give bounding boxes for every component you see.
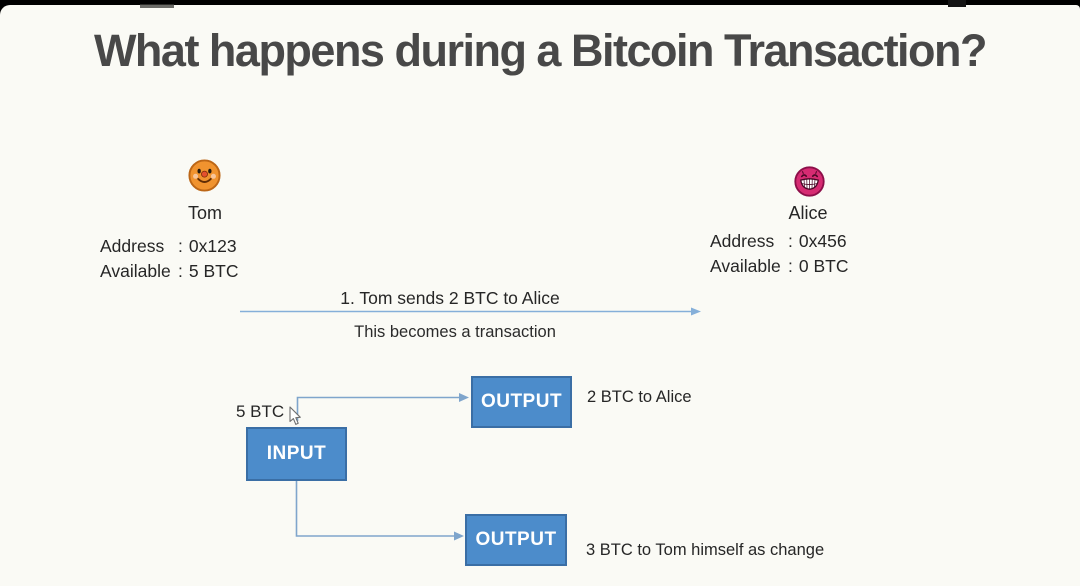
output2-note: 3 BTC to Tom himself as change	[586, 541, 825, 559]
alice-details: Address:0x456 Available:0 BTC	[710, 229, 848, 279]
tom-available-row: Available:5 BTC	[100, 259, 238, 284]
slide-content: What happens during a Bitcoin Transactio…	[0, 5, 1080, 586]
tom-details: Address:0x123 Available:5 BTC	[100, 234, 238, 284]
page-title: What happens during a Bitcoin Transactio…	[93, 25, 988, 76]
transaction-step-text: 1. Tom sends 2 BTC to Alice	[340, 288, 560, 308]
tom-address-value: 0x123	[188, 236, 237, 256]
input-box: INPUT	[246, 427, 347, 481]
mouse-cursor-icon	[288, 406, 302, 431]
alice-available-label: Available	[710, 256, 781, 276]
separator: :	[788, 256, 793, 276]
output-box-1: OUTPUT	[471, 376, 572, 428]
alice-grinning-emoji-icon	[793, 165, 826, 203]
tom-address-label: Address	[100, 236, 165, 256]
tom-address-row: Address:0x123	[100, 234, 238, 259]
transaction-arrow-head	[691, 307, 701, 316]
tom-name: Tom	[187, 203, 222, 223]
transaction-note-text: This becomes a transaction	[354, 323, 556, 341]
scrubber-tick-left	[140, 4, 174, 8]
input-to-output2-arrow-head	[454, 531, 464, 541]
scrubber-tick-right	[948, 0, 966, 7]
output1-note: 2 BTC to Alice	[587, 388, 692, 406]
tom-smiley-emoji-icon	[187, 158, 222, 198]
input-amount-label: 5 BTC	[236, 402, 285, 421]
input-to-output1-arrow-head	[459, 393, 469, 402]
alice-address-value: 0x456	[798, 231, 847, 251]
tom-available-label: Available	[100, 261, 171, 281]
alice-available-value: 0 BTC	[798, 256, 849, 276]
tom-available-value: 5 BTC	[188, 261, 239, 281]
alice-address-label: Address	[710, 231, 775, 251]
input-to-output2-connector	[295, 476, 455, 537]
separator: :	[788, 231, 793, 251]
input-to-output1-connector	[296, 396, 460, 421]
alice-name: Alice	[788, 203, 828, 223]
output-box-2: OUTPUT	[465, 514, 567, 566]
separator: :	[178, 236, 183, 256]
separator: :	[178, 261, 183, 281]
alice-address-row: Address:0x456	[710, 229, 848, 254]
alice-available-row: Available:0 BTC	[710, 254, 848, 279]
